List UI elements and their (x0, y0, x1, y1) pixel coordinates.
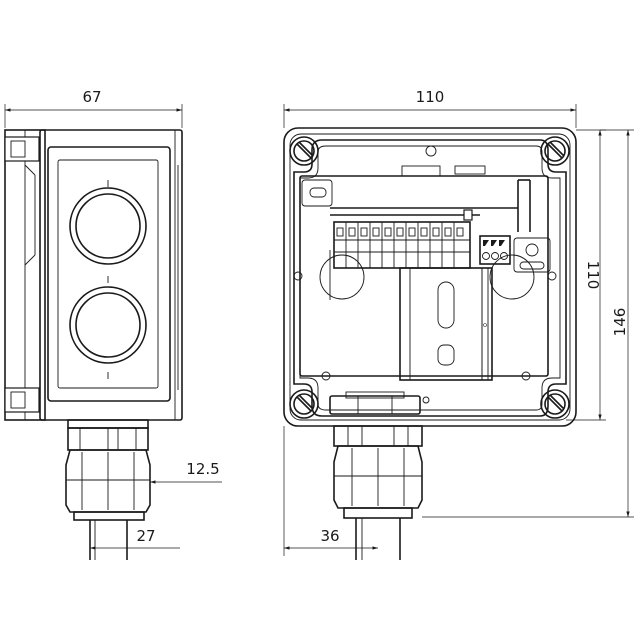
dimension-36: 36 (283, 426, 378, 556)
side-front-plate (47, 146, 171, 402)
side-housing (39, 129, 183, 421)
dimension-110-horizontal: 110 (283, 88, 577, 128)
front-cable-gland (329, 391, 430, 560)
dimension-label-110-vertical: 110 (584, 261, 602, 290)
screw-top-right (540, 136, 570, 166)
front-housing-inner (289, 133, 571, 421)
dimension-146: 146 (422, 129, 634, 518)
dimension-12-5: 12.5 (150, 460, 222, 484)
dimension-label-27: 27 (136, 527, 155, 545)
dimension-label-146: 146 (611, 308, 629, 337)
push-button-bottom (69, 286, 147, 364)
side-inner-plate (57, 159, 159, 389)
front-view (283, 127, 577, 560)
top-hole (425, 145, 437, 157)
earth-terminal (479, 235, 511, 265)
dimension-label-67: 67 (82, 88, 101, 106)
dimension-67: 67 (4, 88, 183, 128)
side-cable-gland (65, 419, 151, 560)
terminal-block (333, 221, 471, 269)
screw-bottom-right (540, 389, 570, 419)
dimension-label-110-horizontal: 110 (416, 88, 445, 106)
side-view (4, 129, 183, 560)
dimension-27: 27 (90, 527, 180, 550)
inner-base (299, 175, 549, 377)
push-button-top (69, 187, 147, 265)
dimension-110-vertical: 110 (566, 129, 606, 421)
dimension-label-12-5: 12.5 (186, 460, 219, 478)
screw-bottom-left (289, 389, 319, 419)
front-housing (283, 127, 577, 427)
screw-top-left (289, 136, 319, 166)
front-groove (293, 139, 567, 417)
dimension-label-36: 36 (320, 527, 339, 545)
din-rail (399, 267, 493, 381)
